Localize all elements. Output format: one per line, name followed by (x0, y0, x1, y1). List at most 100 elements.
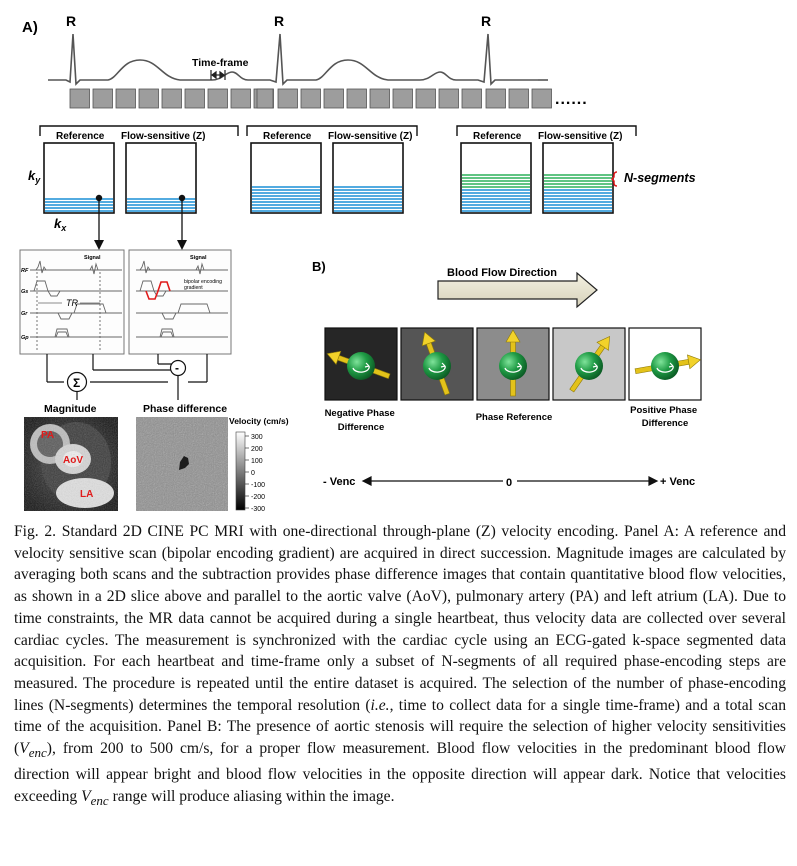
seq-signal-label: Signal (84, 255, 101, 261)
timeframe-block (485, 88, 506, 109)
timeframe-block (230, 88, 251, 109)
timeframe-block (415, 88, 436, 109)
tr-label: TR (66, 298, 78, 308)
timeframe-block (300, 88, 321, 109)
label-la: LA (80, 489, 93, 500)
panel-a-label: A) (22, 19, 38, 36)
caption-text: range will produce aliasing within the i… (108, 787, 395, 805)
heartbeat-bracket (456, 125, 637, 136)
timeframe-block (508, 88, 529, 109)
venc-minus-label: - Venc (323, 476, 355, 488)
kx-axis-label: kx (54, 216, 67, 233)
bipolar-note: bipolar encoding (184, 279, 222, 285)
heartbeat-bracket (39, 125, 239, 136)
timeframe-block (277, 88, 298, 109)
timeframe-block (161, 88, 182, 109)
reference-label: Reference (56, 131, 105, 142)
colorbar-tick-label: -200 (251, 494, 265, 501)
colorbar-tick-label: 300 (251, 434, 263, 441)
panel-b-label: B) (312, 259, 326, 274)
spin-ball-icon (347, 352, 375, 380)
bipolar-note: gradient (184, 285, 203, 291)
colorbar-tick-label: 200 (251, 446, 263, 453)
kspace-pointer-flow (177, 194, 187, 250)
spin-tile (628, 327, 702, 401)
spin-tile (400, 327, 474, 401)
caption-positive: Positive Phase Difference (630, 405, 700, 429)
n-segments-bracket (610, 171, 618, 187)
timeframe-block (207, 88, 228, 109)
seq-row-label: RF (21, 268, 29, 274)
velocity-colorbar: Velocity (cm/s) 300 200 100 0 -100 -200 -300 (229, 416, 289, 513)
timeframe-block (323, 88, 344, 109)
figure-caption: Fig. 2. Standard 2D CINE PC MRI with one… (14, 521, 786, 811)
timeframe-block (184, 88, 205, 109)
ecg-trace (48, 33, 538, 86)
timeframe-block (392, 88, 413, 109)
timeframe-block (531, 88, 552, 109)
colorbar-tick-label: 0 (251, 470, 255, 477)
venc-symbol: Venc (81, 787, 109, 808)
timeframe-block (69, 88, 90, 109)
timeframe-label: Time-frame (192, 57, 249, 69)
venc-symbol: Venc (19, 740, 47, 761)
phase-difference-label: Phase difference (143, 403, 227, 415)
sequence-diagram-reference: RF Gs Gr Gp Signal TR (19, 249, 125, 355)
venc-axis (361, 476, 659, 486)
phase-difference-image (136, 417, 228, 511)
spin-ball-icon (499, 352, 527, 380)
ky-axis-label: ky (28, 168, 41, 185)
spin-tile (552, 327, 626, 401)
kspace-pointer-reference (94, 194, 104, 250)
seq-row-label: Gp (21, 335, 29, 341)
timeframe-block (346, 88, 367, 109)
seq-signal-label: Signal (190, 255, 207, 261)
spin-ball-icon (651, 352, 679, 380)
flow-direction-label: Blood Flow Direction (447, 267, 557, 279)
flow-sensitive-label: Flow-sensitive (Z) (328, 131, 412, 142)
venc-plus-label: + Venc (660, 476, 695, 488)
timeframe-block (92, 88, 113, 109)
colorbar-tick-label: -100 (251, 482, 265, 489)
spin-ball-icon (575, 352, 603, 380)
n-segments-label: N-segments (624, 171, 696, 185)
spin-tiles (324, 327, 702, 401)
r-peak-label: R (274, 13, 284, 29)
magnitude-image: PA AoV LA (24, 417, 118, 511)
timeframe-block (438, 88, 459, 109)
spin-tile (476, 327, 550, 401)
timeframe-block (369, 88, 390, 109)
difference-symbol: - (175, 361, 179, 375)
label-aov: AoV (63, 455, 83, 466)
timeframe-block (115, 88, 136, 109)
seq-row-label: Gr (21, 311, 28, 317)
heartbeat-bracket (246, 125, 418, 136)
reference-label: Reference (263, 131, 312, 142)
colorbar-tick-label: -300 (251, 506, 265, 513)
timeframe-block (461, 88, 482, 109)
colorbar-tick-label: 100 (251, 458, 263, 465)
flow-direction-arrow (437, 271, 598, 309)
timeframe-blocks (69, 88, 552, 109)
timeframe-arrow (210, 70, 226, 80)
caption-ie: i.e. (370, 696, 390, 714)
r-peak-label: R (66, 13, 76, 29)
caption-negative: Negative Phase Difference (325, 408, 398, 433)
reference-label: Reference (473, 131, 522, 142)
bipolar-gradient (145, 281, 171, 300)
seq-row-label: Gs (21, 289, 28, 295)
timeframe-block (138, 88, 159, 109)
sequence-diagram-flow: bipolar encoding gradient Signal (128, 249, 232, 355)
colorbar-title: Velocity (cm/s) (229, 416, 289, 426)
caption-text: , time to collect data for a single time… (14, 696, 786, 758)
combination-circuit (46, 354, 208, 400)
sum-symbol: Σ (73, 376, 80, 390)
caption-reference: Phase Reference (476, 412, 553, 423)
label-pa: PA (41, 430, 54, 441)
timeframe-block (256, 88, 274, 109)
venc-zero-label: 0 (506, 477, 512, 489)
caption-text: Fig. 2. Standard 2D CINE PC MRI with one… (14, 523, 786, 714)
continuation-dots: ...... (555, 91, 588, 108)
